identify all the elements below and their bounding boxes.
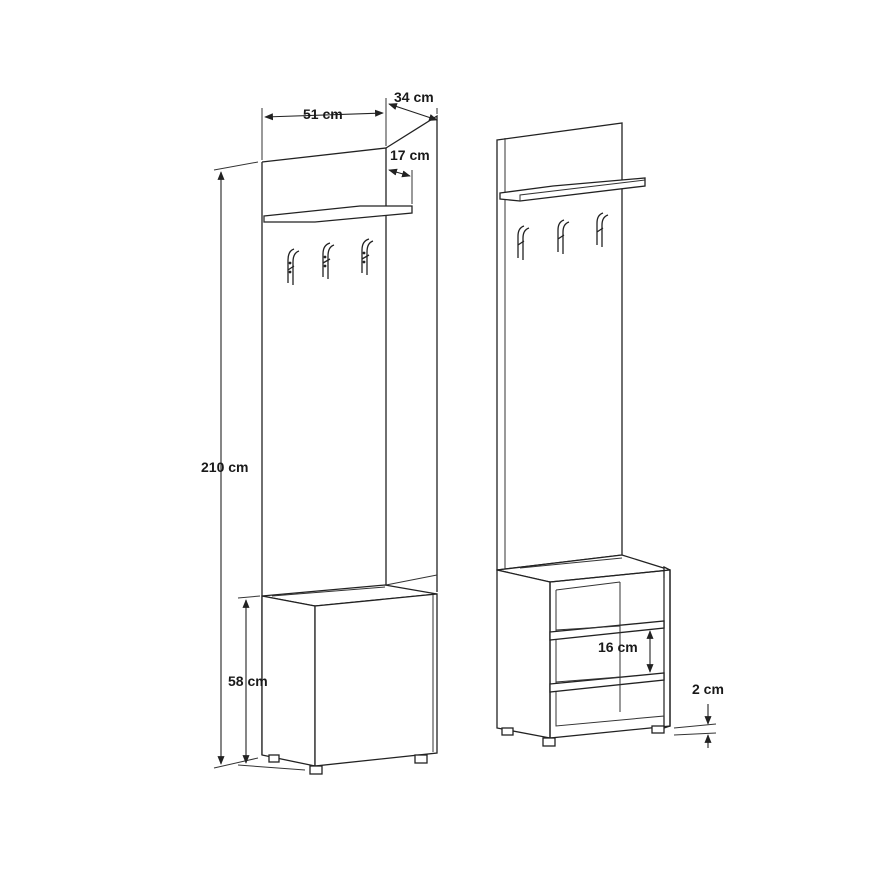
left-hooks	[287, 238, 374, 285]
depth-dimension	[388, 103, 438, 121]
right-hall-stand	[496, 122, 671, 747]
height-label: 210 cm	[201, 459, 248, 475]
cabinet-height-label: 58 cm	[228, 673, 268, 689]
cabinet-height-dimension	[237, 595, 306, 771]
shelf-depth-label: 17 cm	[390, 147, 430, 163]
right-top-shelf	[499, 177, 646, 202]
foot-height-label: 2 cm	[692, 681, 724, 697]
width-label: 51 cm	[303, 106, 343, 122]
shelf-spacing-label: 16 cm	[598, 639, 638, 655]
left-top-shelf	[263, 205, 413, 223]
left-feet	[268, 754, 428, 775]
right-shoe-cabinet	[496, 554, 671, 739]
width-dimension	[261, 98, 387, 160]
left-hall-stand	[261, 114, 438, 775]
right-feet	[501, 725, 665, 747]
height-dimension	[213, 161, 259, 769]
depth-label: 34 cm	[394, 89, 434, 105]
foot-height-dimension	[673, 704, 717, 748]
shelf-depth-dimension	[388, 168, 413, 204]
right-hooks	[517, 212, 609, 260]
left-cabinet	[261, 584, 438, 767]
